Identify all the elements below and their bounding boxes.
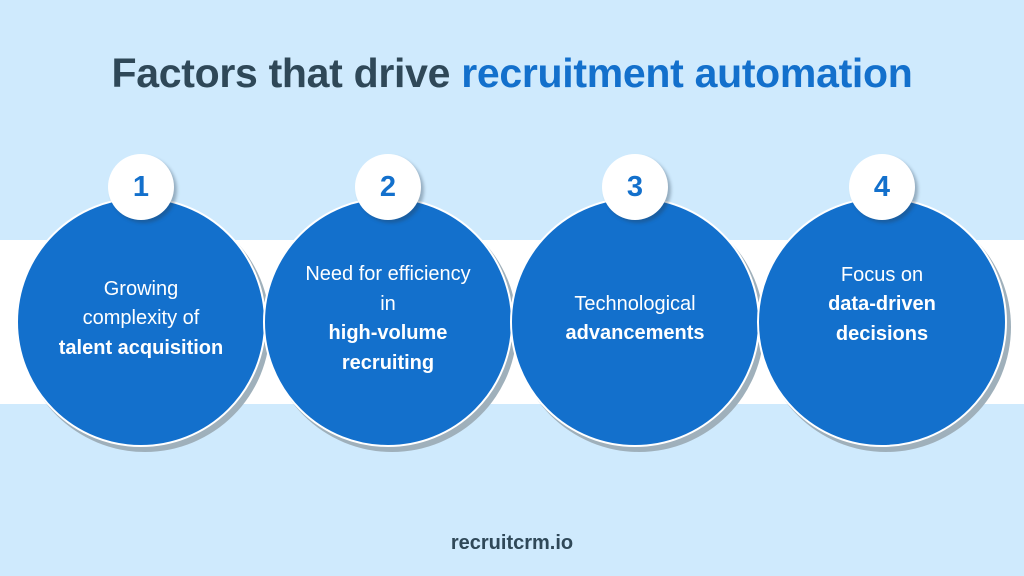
page-title: Factors that drive recruitment automatio… [0, 50, 1024, 97]
factor-number-badge-2: 2 [355, 154, 421, 220]
factor-bold-text: high-volume recruiting [328, 322, 448, 374]
factor-number-badge-1: 1 [108, 154, 174, 220]
factor-text-4: Focus on data-driven decisions [797, 261, 967, 350]
factor-bold-text: advancements [565, 322, 705, 344]
factor-text-1: Growing complexity of talent acquisition [56, 275, 226, 364]
factor-normal-text: Growing complexity of [82, 277, 200, 330]
factor-bold-text: talent acquisition [58, 336, 224, 359]
title-prefix: Factors that drive [111, 50, 462, 96]
brand-footer: recruitcrm.io [0, 532, 1024, 555]
factor-normal-text: Need for efficiency in [305, 263, 471, 315]
factor-number: 1 [132, 170, 150, 203]
title-highlight: recruitment automation [461, 50, 913, 96]
factor-normal-text: Technological [574, 292, 696, 315]
factor-number: 2 [379, 170, 397, 203]
factor-number-badge-4: 4 [849, 154, 915, 220]
factor-circle-3: Technological advancements [510, 197, 760, 447]
factor-circle-1: Growing complexity of talent acquisition [16, 197, 266, 447]
factor-text-3: Technological advancements [550, 290, 720, 349]
factor-number: 4 [873, 170, 891, 203]
factor-circle-2: Need for efficiency in high-volume recru… [263, 197, 513, 447]
factor-circle-4: Focus on data-driven decisions [757, 197, 1007, 447]
brand-name: recruitcrm.io [450, 532, 574, 554]
factor-text-2: Need for efficiency in high-volume recru… [303, 260, 473, 378]
factor-number-badge-3: 3 [602, 154, 668, 220]
factor-number: 3 [626, 170, 644, 203]
factor-normal-text: Focus on [840, 263, 924, 286]
factor-bold-text: data-driven decisions [828, 293, 936, 345]
